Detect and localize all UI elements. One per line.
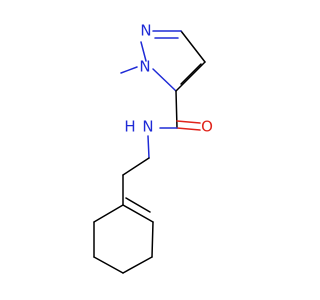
bond-c5-c4-inner [180,63,202,85]
bond-n1-n2 [140,41,147,62]
atom-o-carbonyl: O [201,118,213,136]
atom-n-amide: N [142,118,153,136]
bond-n-ch2 [147,135,150,159]
bond-ring-2-3 [151,221,154,258]
cyclohexene-ring [93,197,154,274]
atom-n2: N [139,58,150,76]
bond-carbonyl-o-2 [176,120,201,124]
bond-c5-c4 [175,61,206,92]
molecule-drawing: N N N H O [93,22,213,274]
bond-ring-3-4 [122,256,153,274]
bond-ring-4-5 [93,256,124,274]
bond-ring-6-1 [93,204,124,223]
bond-n2-c5 [152,68,177,92]
pyrazole-ring [140,30,206,92]
atom-h-amide: H [124,118,135,136]
structure-canvas: N N N H O [93,22,213,274]
bond-ch2-ch2 [122,157,150,176]
bond-c4-c3 [180,30,206,63]
atom-n1: N [140,22,151,40]
bond-carbonyl-o [176,127,201,131]
bond-ring-1-2 [122,204,154,223]
carboxamide-group [159,90,201,131]
bond-n2-methyl [120,66,138,74]
bond-c5-carbonyl [175,90,178,129]
bond-ring-1-2-double [125,197,151,213]
